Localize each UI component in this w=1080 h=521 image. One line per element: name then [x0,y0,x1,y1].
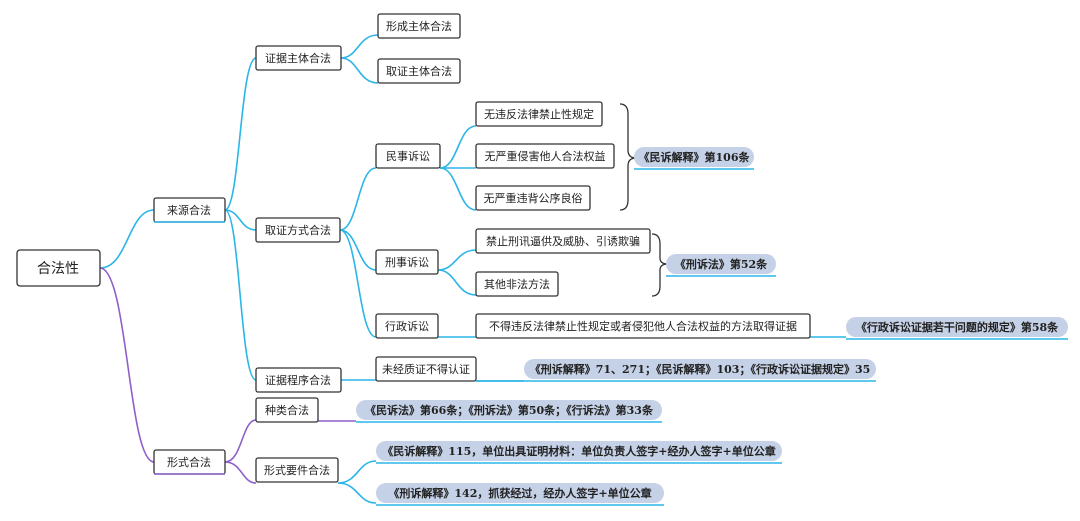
node-method-label: 取证方式合法 [265,223,331,237]
node-form-label: 形式合法 [167,455,211,469]
tag-criminal-ref-label: 《刑诉法》第52条 [675,257,768,271]
brace-criminal [651,233,669,297]
node-kind-label: 种类合法 [265,403,309,417]
node-civil-item-1[interactable]: 无违反法律禁止性规定 [475,101,603,127]
node-subject-item-2[interactable]: 取证主体合法 [377,58,461,84]
connector-formreq-ref1 [337,460,377,484]
tag-procedure-ref-label: 《刑诉解释》71、271；《民诉解释》103；《行政诉讼证据规定》35 [530,362,871,376]
node-criminal-item-2[interactable]: 其他非法方法 [475,271,559,297]
connector-source-procedure [224,209,257,381]
tag-kind-ref[interactable]: 《民诉法》第66条；《刑诉法》第50条；《行诉法》第33条 [356,400,662,420]
connector-subject-item2 [340,57,379,84]
node-admin-label: 行政诉讼 [385,319,429,333]
connector-root-source [99,209,155,269]
tag-criminal-ref[interactable]: 《刑诉法》第52条 [666,254,776,274]
node-criminal-item-1[interactable]: 禁止刑讯逼供及威胁、引诱欺骗 [475,228,651,254]
node-subject[interactable]: 证据主体合法 [255,45,342,71]
connector-root-form [99,267,155,463]
connector-criminal-item1 [437,249,477,271]
node-procedure[interactable]: 证据程序合法 [255,367,342,393]
connector-civil-item1 [439,125,477,169]
node-subject-item-2-label: 取证主体合法 [386,64,452,78]
node-subject-item-1-label: 形成主体合法 [386,19,452,33]
node-civil-item-1-label: 无违反法律禁止性规定 [484,107,594,121]
node-civil-label: 民事诉讼 [386,150,430,163]
node-civil-item-3[interactable]: 无严重违背公序良俗 [475,185,591,211]
node-procedure-label: 证据程序合法 [265,373,331,387]
connector-method-civil [339,167,377,231]
root-label: 合法性 [37,261,79,277]
node-civil-item-2-label: 无严重侵害他人合法权益 [485,149,606,163]
node-procedure-item-label: 未经质证不得认证 [382,363,470,376]
connector-subject-item1 [340,34,379,59]
node-civil-item-2[interactable]: 无严重侵害他人合法权益 [475,143,615,169]
node-source-label: 来源合法 [167,203,211,217]
node-procedure-item[interactable]: 未经质证不得认证 [375,356,477,382]
tag-civil-ref[interactable]: 《民诉解释》第106条 [634,147,754,167]
node-source[interactable]: 来源合法 [153,197,226,223]
tag-procedure-ref[interactable]: 《刑诉解释》71、271；《民诉解释》103；《行政诉讼证据规定》35 [524,359,876,379]
tag-form-req-ref-2[interactable]: 《刑诉解释》142，抓获经过，经办人签字+单位公章 [376,483,664,503]
connector-method-criminal [339,229,377,271]
connector-civil-item3 [439,167,477,211]
node-criminal[interactable]: 刑事诉讼 [375,249,439,275]
connector-form-req [224,461,257,484]
node-subject-item-1[interactable]: 形成主体合法 [377,13,461,39]
tag-admin-ref[interactable]: 《行政诉讼证据若干问题的规定》第58条 [846,317,1068,337]
tag-form-req-ref-1-label: 《民诉解释》115，单位出具证明材料：单位负责人签字+经办人签字+单位公章 [382,444,775,458]
node-admin-item-label: 不得违反法律禁止性规定或者侵犯他人合法权益的方法取得证据 [489,319,797,333]
node-criminal-item-2-label: 其他非法方法 [484,277,550,291]
tag-kind-ref-label: 《民诉法》第66条；《刑诉法》第50条；《行诉法》第33条 [365,403,654,417]
connector-formreq-ref2 [337,482,377,504]
root-node[interactable]: 合法性 [16,249,101,287]
connector-form-kind [224,419,257,463]
tag-admin-ref-label: 《行政诉讼证据若干问题的规定》第58条 [856,320,1059,334]
node-criminal-label: 刑事诉讼 [385,256,429,269]
node-form-req[interactable]: 形式要件合法 [255,457,339,483]
connector-source-method [224,209,257,231]
node-form-req-label: 形式要件合法 [264,463,330,477]
node-criminal-item-1-label: 禁止刑讯逼供及威胁、引诱欺骗 [486,234,640,248]
tag-form-req-ref-1[interactable]: 《民诉解释》115，单位出具证明材料：单位负责人签字+经办人签字+单位公章 [376,441,782,461]
node-subject-label: 证据主体合法 [265,51,331,65]
tag-civil-ref-label: 《民诉解释》第106条 [639,150,751,164]
node-method[interactable]: 取证方式合法 [255,217,341,243]
node-kind[interactable]: 种类合法 [255,397,319,423]
connector-source-subject [224,57,257,211]
node-civil-item-3-label: 无严重违背公序良俗 [484,191,583,205]
connector-criminal-item2 [437,269,477,296]
node-admin[interactable]: 行政诉讼 [375,313,439,339]
brace-civil [619,103,637,211]
node-civil[interactable]: 民事诉讼 [375,143,441,169]
tag-form-req-ref-2-label: 《刑诉解释》142，抓获经过，经办人签字+单位公章 [388,486,651,500]
node-form[interactable]: 形式合法 [153,449,226,475]
connector-method-admin [339,229,377,338]
node-admin-item[interactable]: 不得违反法律禁止性规定或者侵犯他人合法权益的方法取得证据 [475,313,811,339]
